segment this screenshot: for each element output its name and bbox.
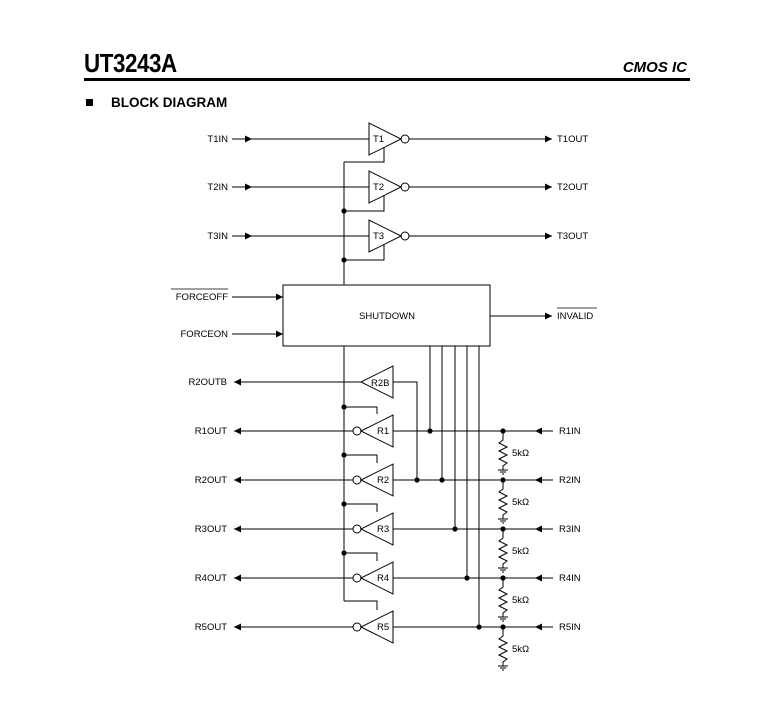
junction-dot — [464, 575, 470, 581]
junction-dot — [500, 575, 506, 581]
r2outb-label: R2OUTB — [188, 377, 227, 388]
r3-input-label: R3IN — [559, 524, 581, 535]
r2-resistor-label: 5kΩ — [512, 497, 529, 508]
junction-dot — [414, 477, 420, 483]
r3-buffer-label: R3 — [377, 524, 389, 535]
t2-buffer-label: T2 — [373, 182, 384, 193]
r1-input-label: R1IN — [559, 426, 581, 437]
r4-inverter-bubble — [352, 573, 362, 583]
t1-inverter-bubble — [400, 134, 410, 144]
invalid-label: INVALID — [557, 311, 593, 322]
header-rule — [84, 78, 690, 81]
r1-resistor — [497, 431, 509, 475]
t3-buffer-label: T3 — [373, 231, 384, 242]
t1-output-label: T1OUT — [557, 134, 588, 145]
junction-dot — [341, 257, 347, 263]
part-number-title: UT3243A — [84, 48, 177, 78]
r2-output-label: R2OUT — [195, 475, 227, 486]
category-label: CMOS IC — [622, 59, 687, 76]
r1-inverter-bubble — [352, 426, 362, 436]
r2-enable-wire — [344, 454, 378, 463]
r4-enable-wire — [344, 552, 378, 561]
t1-buffer-label: T1 — [373, 134, 384, 145]
junction-dot — [341, 501, 347, 507]
r5-resistor — [497, 627, 509, 671]
t2-input-label: T2IN — [207, 182, 228, 193]
forceoff-label: FORCEOFF — [176, 292, 228, 303]
r1-enable-wire — [344, 406, 378, 414]
r3-enable-wire — [344, 503, 378, 512]
t3-input-label: T3IN — [207, 231, 228, 242]
t2-enable-wire — [344, 195, 385, 212]
r5-resistor-label: 5kΩ — [512, 644, 529, 655]
r1-resistor-label: 5kΩ — [512, 448, 529, 459]
forceon-label: FORCEON — [181, 329, 229, 340]
t1-buffer — [368, 122, 403, 156]
t1-input-label: T1IN — [207, 134, 228, 145]
r3-output-label: R3OUT — [195, 524, 227, 535]
t2-inverter-bubble — [400, 182, 410, 192]
r5-enable-wire — [344, 600, 378, 610]
t3-inverter-bubble — [400, 231, 410, 241]
r2b-buffer-label: R2B — [371, 378, 389, 389]
r2-buffer-label: R2 — [377, 475, 389, 486]
r4-input-label: R4IN — [559, 573, 581, 584]
r2-resistor — [497, 480, 509, 524]
r3-inverter-bubble — [352, 524, 362, 534]
r4-resistor-label: 5kΩ — [512, 595, 529, 606]
junction-dot — [341, 550, 347, 556]
junction-dot — [500, 526, 506, 532]
r3-resistor — [497, 529, 509, 573]
r5-inverter-bubble — [352, 622, 362, 632]
junction-dot — [452, 526, 458, 532]
t3-output-label: T3OUT — [557, 231, 588, 242]
r5-input-label: R5IN — [559, 622, 581, 633]
junction-dot — [341, 208, 347, 214]
r2-inverter-bubble — [352, 475, 362, 485]
shutdown-label: SHUTDOWN — [359, 311, 415, 322]
t2-output-label: T2OUT — [557, 182, 588, 193]
junction-dot — [341, 452, 347, 458]
t1-enable-wire — [344, 147, 385, 163]
junction-dot — [500, 624, 506, 630]
junction-dot — [476, 624, 482, 630]
t3-buffer — [368, 219, 403, 253]
junction-dot — [439, 477, 445, 483]
section-title: BLOCK DIAGRAM — [111, 95, 228, 110]
r5-buffer-label: R5 — [377, 622, 389, 633]
r2-input-label: R2IN — [559, 475, 581, 486]
r5-output-label: R5OUT — [195, 622, 227, 633]
r2b-input-wire — [393, 381, 418, 480]
r4-output-label: R4OUT — [195, 573, 227, 584]
junction-dot — [427, 428, 433, 434]
t2-buffer — [368, 170, 403, 204]
junction-dot — [500, 428, 506, 434]
r1-output-label: R1OUT — [195, 426, 227, 437]
r1-buffer-label: R1 — [377, 426, 389, 437]
r3-resistor-label: 5kΩ — [512, 546, 529, 557]
junction-dot — [500, 477, 506, 483]
r4-buffer-label: R4 — [377, 573, 389, 584]
r4-resistor — [497, 578, 509, 622]
section-bullet-icon — [86, 99, 93, 106]
junction-dot — [341, 404, 347, 410]
t3-enable-wire — [344, 244, 385, 261]
